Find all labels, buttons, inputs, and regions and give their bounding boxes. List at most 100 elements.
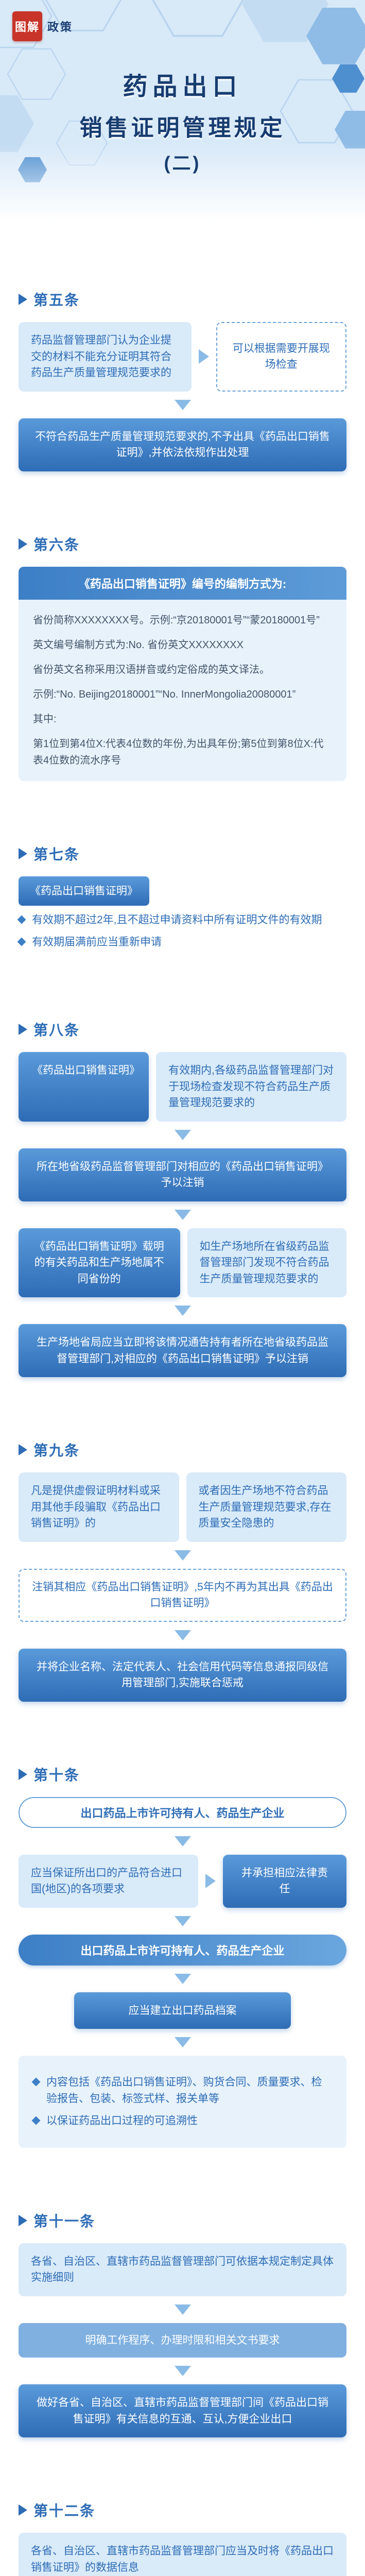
brand-logo: 图解 政策	[12, 11, 73, 41]
article-11-label: 第十一条	[33, 2213, 96, 2229]
numbering-rule-line: 英文编号编制方式为:No. 省份英文XXXXXXXX	[33, 639, 244, 651]
article-12-marker: 第十二条	[19, 2500, 346, 2520]
article-7-label: 第七条	[33, 846, 80, 862]
arrow-down-icon	[174, 1209, 191, 1220]
header-banner: 图解 政策 药品出口 销售证明管理规定 (二)	[0, 0, 365, 222]
article-5-label: 第五条	[33, 292, 80, 309]
article-7-marker: 第七条	[19, 843, 346, 864]
numbering-rule-line: 第1位到第4位X:代表4位数的年份,为出具年份;第5位到第8位X:代表4位数的流…	[33, 738, 324, 766]
article-6-label: 第六条	[33, 536, 80, 553]
diamond-bullet-icon	[31, 2077, 41, 2087]
article-8-certificate-chip: 《药品出口销售证明》	[19, 1052, 149, 1122]
triangle-bullet-icon	[19, 538, 27, 550]
arrow-down-icon	[174, 1630, 191, 1640]
brand-label: 政策	[47, 21, 74, 33]
certificate-chip: 《药品出口销售证明》	[19, 876, 149, 906]
article-10-liability: 并承担相应法律责任	[222, 1854, 346, 1908]
renewal-rule-row: 有效期届满前应当重新申请	[17, 934, 346, 951]
section-article-5: 第五条 药品监督管理部门认为企业提交的材料不能充分证明其符合药品生产质量管理规范…	[19, 289, 346, 471]
numbering-rule-line: 省份英文名称采用汉语拼音或约定俗成的英文译法。	[33, 664, 270, 675]
section-article-6: 第六条 《药品出口销售证明》编号的编制方式为: 省份简称XXXXXXXX号。示例…	[19, 534, 346, 781]
section-article-10: 第十条 出口药品上市许可持有人、药品生产企业 应当保证所出口的产品符合进口国(地…	[19, 1764, 346, 2148]
page-title: 药品出口 销售证明管理规定 (二)	[0, 66, 365, 175]
article-9-result-2: 并将企业名称、法定代表人、社会信用代码等信息通报同级信用管理部门,实施联合惩戒	[19, 1648, 346, 1702]
article-10-marker: 第十条	[19, 1764, 346, 1785]
articles-content: 第五条 药品监督管理部门认为企业提交的材料不能充分证明其符合药品生产质量管理规范…	[0, 222, 365, 2576]
article-9-condition-left: 凡是提供虚假证明材料或采用其他手段骗取《药品出口销售证明》的	[19, 1472, 179, 1542]
arrow-down-icon	[174, 1916, 191, 1926]
diamond-bullet-icon	[17, 915, 26, 924]
article-8-condition-2b: 如生产场地所在省级药品监督管理部门发现不符合药品生产质量管理规范要求的	[187, 1228, 346, 1298]
article-12-label: 第十二条	[33, 2503, 96, 2519]
title-line-2: 销售证明管理规定	[79, 115, 286, 141]
traceability-row: 以保证药品出口过程的可追溯性	[31, 2113, 332, 2129]
triangle-bullet-icon	[19, 1444, 27, 1456]
article-5-result: 不符合药品生产质量管理规范要求的,不予出具《药品出口销售证明》,并依法依规作出处…	[19, 418, 346, 471]
arrow-right-icon	[205, 1874, 216, 1889]
policy-stamp-icon: 图解	[12, 11, 42, 41]
arrow-down-icon	[174, 1306, 191, 1316]
article-9-label: 第九条	[33, 1443, 80, 1459]
article-8-result-1: 所在地省级药品监督管理部门对相应的《药品出口销售证明》予以注销	[19, 1148, 346, 1201]
section-article-7: 第七条 《药品出口销售证明》 有效期不超过2年,且不超过申请资料中所有证明文件的…	[17, 843, 346, 957]
numbering-rule-title: 《药品出口销售证明》编号的编制方式为:	[19, 566, 346, 600]
article-9-result-1: 注销其相应《药品出口销售证明》,5年内不再为其出具《药品出口销售证明》	[19, 1568, 346, 1622]
article-8-condition-2a: 《药品出口销售证明》载明的有关药品和生产场地属不同省份的	[19, 1228, 180, 1298]
article-9-marker: 第九条	[19, 1439, 346, 1460]
numbering-rule-body: 省份简称XXXXXXXX号。示例:“京20180001号”“蒙20180001号…	[19, 599, 346, 781]
traceability-text: 以保证药品出口过程的可追溯性	[46, 2115, 198, 2127]
arrow-down-icon	[174, 399, 191, 410]
hexagon-pattern-background	[0, 0, 365, 182]
arrow-down-icon	[174, 1129, 191, 1140]
section-article-12: 第十二条 各省、自治区、直辖市药品监督管理部门应当及时将《药品出口销售证明》的数…	[19, 2500, 346, 2576]
triangle-bullet-icon	[19, 294, 27, 306]
archive-content-row: 内容包括《药品出口销售证明》、购货合同、质量要求、检验报告、包装、标签式样、报关…	[31, 2074, 332, 2107]
validity-rule-row: 有效期不超过2年,且不超过申请资料中所有证明文件的有效期	[17, 912, 346, 928]
arrow-down-icon	[174, 1550, 191, 1561]
article-10-entity-1: 出口药品上市许可持有人、药品生产企业	[19, 1797, 346, 1828]
renewal-rule-text: 有效期届满前应当重新申请	[32, 936, 162, 948]
numbering-rule-line: 示例:“No. Beijing20180001”“No. InnerMongol…	[33, 688, 296, 700]
numbering-rule-line: 省份简称XXXXXXXX号。示例:“京20180001号”“蒙20180001号…	[33, 614, 320, 626]
section-article-11: 第十一条 各省、自治区、直辖市药品监督管理部门可依据本规定制定具体实施细则 明确…	[19, 2210, 346, 2438]
article-8-label: 第八条	[33, 1022, 80, 1039]
article-11-rule-2: 明确工作程序、办理时限和相关文书要求	[19, 2323, 346, 2358]
arrow-down-icon	[174, 1836, 191, 1846]
article-11-marker: 第十一条	[19, 2210, 346, 2231]
triangle-bullet-icon	[19, 1768, 27, 1780]
title-line-1: 药品出口	[123, 73, 242, 100]
article-10-label: 第十条	[33, 1767, 80, 1783]
arrow-down-icon	[174, 2037, 191, 2048]
article-9-condition-right: 或者因生产场地不符合药品生产质量管理规范要求,存在质量安全隐患的	[186, 1472, 346, 1542]
diamond-bullet-icon	[31, 2116, 41, 2125]
section-article-9: 第九条 凡是提供虚假证明材料或采用其他手段骗取《药品出口销售证明》的 或者因生产…	[19, 1439, 346, 1702]
triangle-bullet-icon	[19, 2504, 27, 2516]
triangle-bullet-icon	[19, 848, 27, 859]
validity-rule-text: 有效期不超过2年,且不超过申请资料中所有证明文件的有效期	[32, 913, 322, 926]
arrow-down-icon	[174, 2304, 191, 2315]
arrow-right-icon	[198, 349, 209, 364]
article-10-archive-duty: 应当建立出口药品档案	[74, 1992, 291, 2029]
article-12-rule-1: 各省、自治区、直辖市药品监督管理部门应当及时将《药品出口销售证明》的数据信息	[19, 2533, 346, 2576]
article-11-rule-1: 各省、自治区、直辖市药品监督管理部门可依据本规定制定具体实施细则	[19, 2243, 346, 2296]
diamond-bullet-icon	[17, 937, 26, 946]
section-article-8: 第八条 《药品出口销售证明》 有效期内,各级药品监督管理部门对于现场检查发现不符…	[19, 1019, 346, 1378]
triangle-bullet-icon	[19, 2214, 27, 2226]
article-8-result-2: 生产场地省局应当立即将该情况通告持有者所在地省级药品监督管理部门,对相应的《药品…	[19, 1324, 346, 1378]
article-5-marker: 第五条	[19, 289, 346, 310]
article-10-entity-2: 出口药品上市许可持有人、药品生产企业	[19, 1934, 346, 1965]
title-line-3: (二)	[164, 152, 201, 174]
arrow-down-icon	[174, 2366, 191, 2377]
article-6-marker: 第六条	[19, 534, 346, 554]
article-5-action: 可以根据需要开展现场检查	[216, 322, 346, 392]
numbering-rule-line: 其中:	[33, 713, 57, 725]
article-8-condition-1: 有效期内,各级药品监督管理部门对于现场检查发现不符合药品生产质量管理规范要求的	[156, 1052, 346, 1122]
arrow-down-icon	[174, 1973, 191, 1984]
article-8-marker: 第八条	[19, 1019, 346, 1040]
archive-content-text: 内容包括《药品出口销售证明》、购货合同、质量要求、检验报告、包装、标签式样、报关…	[46, 2076, 322, 2105]
triangle-bullet-icon	[19, 1024, 27, 1036]
article-5-condition: 药品监督管理部门认为企业提交的材料不能充分证明其符合药品生产质量管理规范要求的	[19, 322, 192, 392]
article-11-rule-3: 做好各省、自治区、直辖市药品监督管理部门间《药品出口销售证明》有关信息的互通、互…	[19, 2384, 346, 2438]
article-10-archive-detail: 内容包括《药品出口销售证明》、购货合同、质量要求、检验报告、包装、标签式样、报关…	[19, 2056, 346, 2148]
